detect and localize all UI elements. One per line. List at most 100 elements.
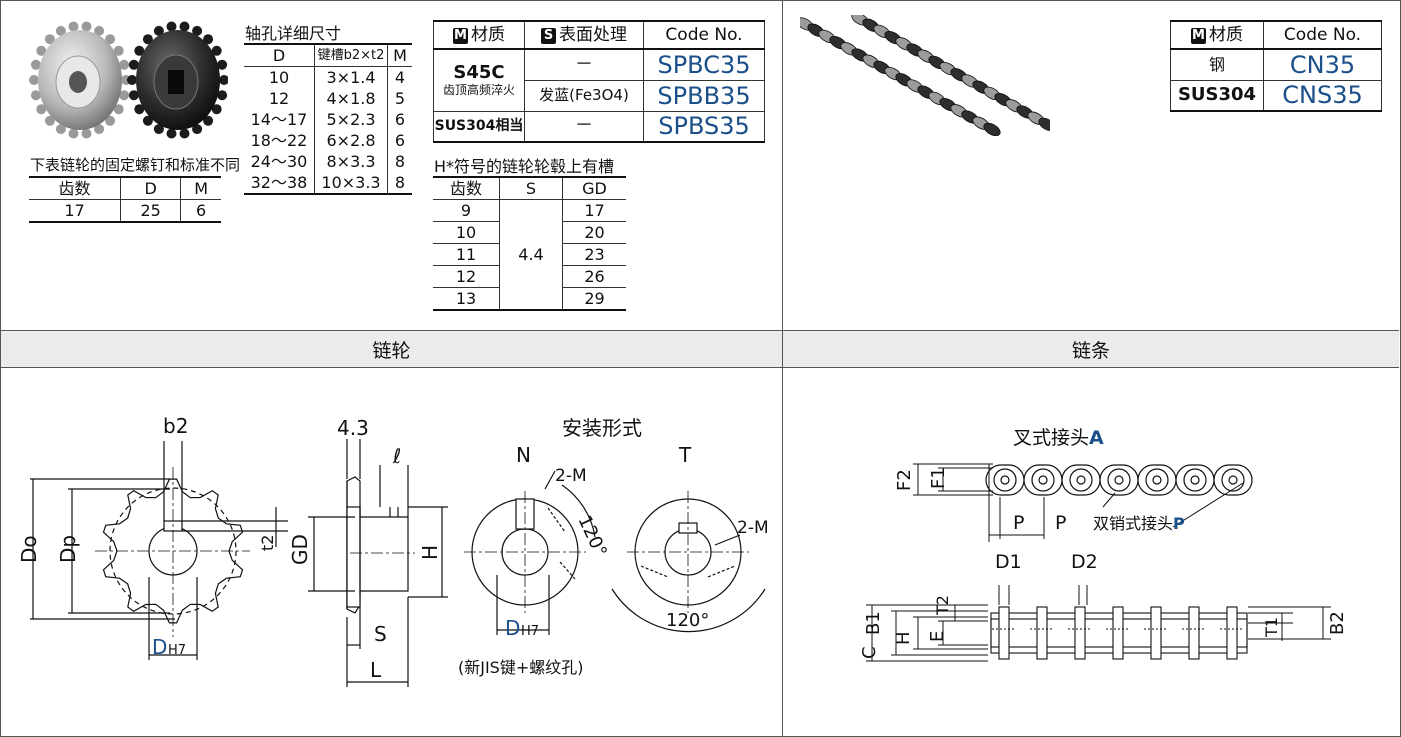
table-cell: 25 bbox=[120, 199, 181, 223]
dim-d-n: D bbox=[505, 616, 520, 640]
surface-none: － bbox=[524, 48, 644, 81]
dim-t1: T1 bbox=[1262, 617, 1281, 638]
mount-n: N bbox=[516, 443, 531, 467]
table-cell: 6 bbox=[180, 199, 221, 223]
chain-side-pin bbox=[1036, 606, 1048, 660]
sprocket-tooth bbox=[113, 104, 124, 115]
chain-pin bbox=[1152, 475, 1162, 485]
table-cell: 5 bbox=[387, 88, 412, 109]
dim-d2: D2 bbox=[1071, 551, 1098, 573]
angle-t: 120° bbox=[666, 610, 709, 631]
table-cell: 10 bbox=[433, 221, 500, 244]
chain-link bbox=[1038, 117, 1050, 132]
connector-a-label: 叉式接头A bbox=[1013, 427, 1104, 449]
dim-c: C bbox=[859, 646, 880, 659]
table-cell: 8 bbox=[387, 151, 412, 172]
table-cell: 17 bbox=[29, 199, 121, 223]
table-cell: 3×1.4 bbox=[314, 66, 388, 88]
chain-side-pin bbox=[1226, 606, 1238, 660]
sprocket-tooth bbox=[105, 115, 116, 126]
col-header: M bbox=[387, 43, 412, 67]
table-cell: 12 bbox=[433, 265, 500, 288]
sprocket-tooth bbox=[217, 90, 228, 101]
sprocket-tooth bbox=[55, 25, 66, 36]
sprocket-tooth bbox=[192, 25, 203, 36]
sprocket-tooth bbox=[44, 115, 55, 126]
sprocket-tooth bbox=[94, 25, 105, 36]
chain-pin bbox=[1038, 475, 1048, 485]
table-cell: 23 bbox=[562, 243, 626, 266]
connector-p-label: 双销式接头P bbox=[1093, 514, 1185, 533]
sprocket-tooth bbox=[119, 90, 130, 101]
table-cell: 24～30 bbox=[250, 151, 308, 171]
table-cell: 8×3.3 bbox=[314, 151, 388, 172]
dim-pitch-1: P bbox=[1013, 512, 1024, 534]
sprocket-tooth bbox=[113, 45, 124, 56]
sprocket-tooth bbox=[166, 21, 177, 32]
hub-s-value: 4.4 bbox=[499, 199, 563, 311]
table-cell: 18～22 bbox=[250, 130, 308, 150]
chain-side-pin bbox=[1150, 606, 1162, 660]
mount-t: T bbox=[678, 443, 692, 467]
dim-b2: B2 bbox=[1327, 611, 1348, 635]
code-spbb35[interactable]: SPBB35 bbox=[643, 79, 765, 112]
table-cell: 5×2.3 bbox=[314, 109, 388, 130]
sprocket-tooth bbox=[211, 45, 222, 56]
table-cell: 14～17 bbox=[250, 109, 308, 129]
table-cell: 8 bbox=[387, 172, 412, 195]
hub-table-caption: H*符号的链轮轮毂上有槽 bbox=[434, 157, 615, 176]
code-cns35[interactable]: CNS35 bbox=[1263, 79, 1382, 112]
surface-black-oxide: 发蓝(Fe3O4) bbox=[524, 79, 644, 112]
sprocket-tooth bbox=[179, 128, 190, 139]
table-cell: 12 bbox=[268, 88, 290, 108]
dim-h7: H7 bbox=[168, 643, 186, 658]
code-header: Code No. bbox=[1263, 20, 1382, 50]
table-cell: 17 bbox=[562, 199, 626, 222]
col-header: 齿数 bbox=[29, 176, 121, 200]
sprocket-tooth bbox=[203, 115, 214, 126]
dim-h7-n: H7 bbox=[521, 624, 539, 639]
sprocket-tooth bbox=[55, 124, 66, 135]
mount-title: 安装形式 bbox=[562, 416, 642, 440]
surface-none: － bbox=[524, 110, 644, 143]
sprocket-tooth bbox=[68, 21, 79, 32]
section-header-sprocket: 链轮 bbox=[1, 330, 782, 368]
code-cn35[interactable]: CN35 bbox=[1263, 48, 1382, 81]
table-cell: 32～38 bbox=[244, 172, 315, 195]
chain-pin bbox=[1114, 475, 1124, 485]
col-header: D bbox=[244, 43, 315, 67]
sus304-cell: SUS304 bbox=[1170, 79, 1264, 112]
table-cell: 4 bbox=[387, 66, 412, 88]
table-cell: 6 bbox=[387, 130, 412, 151]
sprocket-tooth bbox=[142, 115, 153, 126]
dim-d1: D1 bbox=[995, 551, 1022, 573]
sprocket-tooth bbox=[119, 59, 130, 70]
sprocket-tooth bbox=[217, 59, 228, 70]
col-header: D bbox=[120, 176, 181, 200]
table-cell: 11 bbox=[433, 243, 500, 266]
dim-do: Do bbox=[17, 535, 41, 563]
dim-4-3: 4.3 bbox=[337, 416, 369, 440]
code-spbc35[interactable]: SPBC35 bbox=[643, 48, 765, 81]
dim-h: H bbox=[418, 545, 442, 560]
table-cell: 6×2.8 bbox=[314, 130, 388, 151]
dim-b2: b2 bbox=[163, 414, 188, 438]
code-spbs35[interactable]: SPBS35 bbox=[643, 110, 765, 143]
chain-pin bbox=[1190, 475, 1200, 485]
sprocket-tooth bbox=[153, 25, 164, 36]
chain-pin bbox=[1000, 475, 1010, 485]
table-cell: 20 bbox=[562, 221, 626, 244]
sprocket-tooth bbox=[179, 21, 190, 32]
sprocket-tooth bbox=[127, 75, 137, 85]
sprocket-drawing: b2 Do Dp t2 D H7 4.3 ℓ GD H S L 安装形式 N T… bbox=[17, 414, 769, 687]
code-header: Code No. bbox=[643, 20, 765, 50]
section-header-chain: 链条 bbox=[783, 330, 1399, 368]
dim-dp: Dp bbox=[56, 535, 80, 563]
sprocket-tooth bbox=[219, 75, 228, 85]
chain-link bbox=[983, 122, 1001, 137]
sprocket-tooth bbox=[36, 45, 47, 56]
steel-cell: 钢 bbox=[1170, 48, 1264, 81]
